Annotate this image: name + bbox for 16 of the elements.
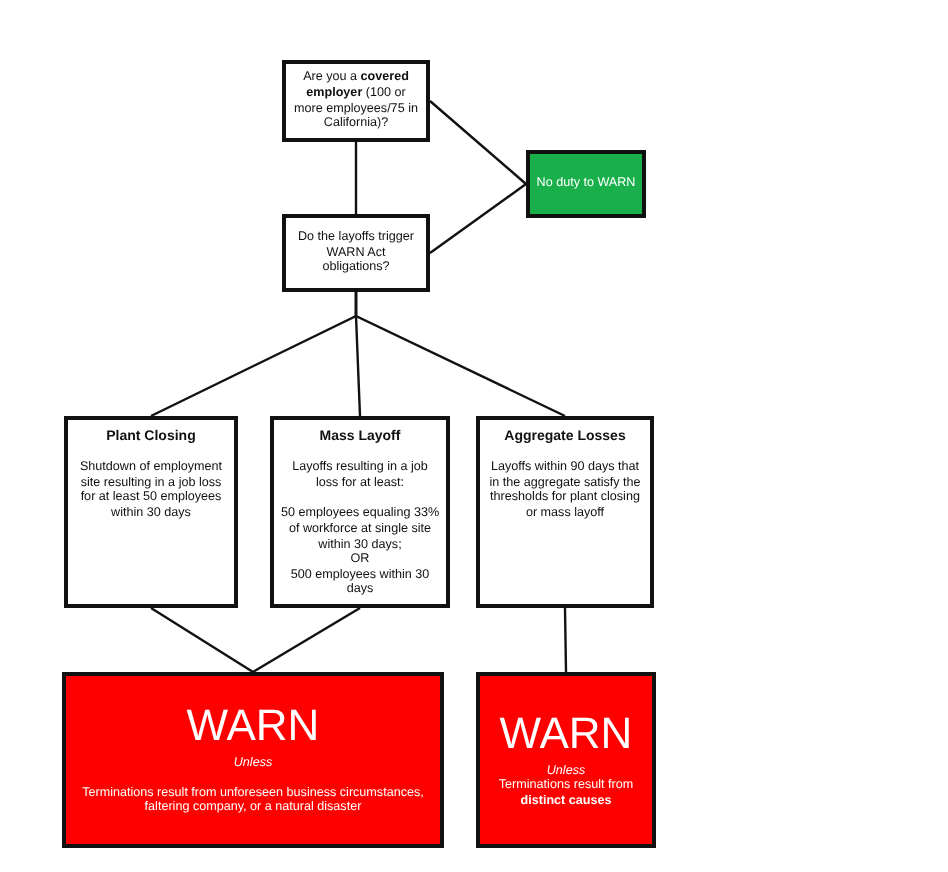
connector-line: [252, 606, 361, 674]
connector-line: [429, 183, 527, 254]
connector-line: [354, 292, 566, 418]
connector-line: [563, 607, 568, 673]
warn-box: [62, 672, 444, 848]
connector-line: [354, 142, 358, 214]
category-box: [476, 416, 654, 608]
result-heading: WARN: [186, 704, 320, 749]
warn-box: [476, 672, 656, 848]
question-box: [282, 214, 430, 292]
result-heading: WARN: [499, 711, 633, 756]
outcome-box: [526, 150, 646, 218]
category-box: [64, 416, 238, 608]
category-box: [270, 416, 450, 608]
connector-line: [150, 607, 254, 673]
connector-line: [429, 100, 527, 185]
